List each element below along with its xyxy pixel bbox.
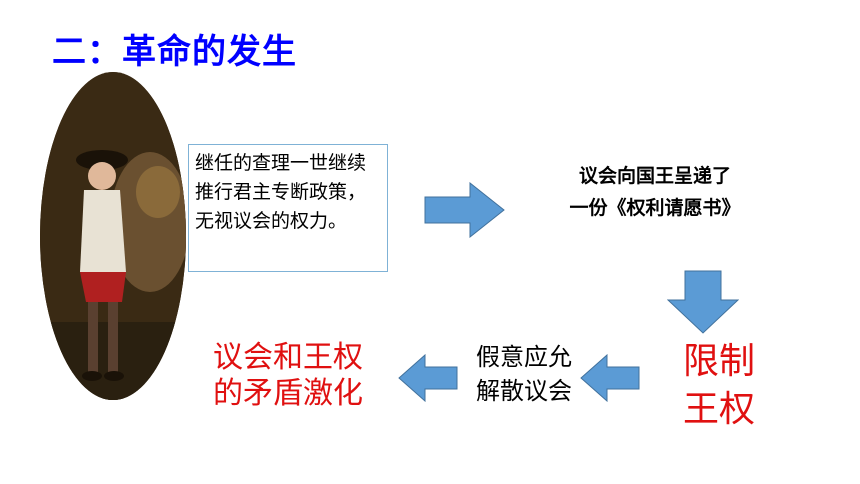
- cause-textbox: 继任的查理一世继续推行君主专断政策，无视议会的权力。: [188, 144, 388, 272]
- petition-line-2: 一份《权利请愿书》: [569, 197, 741, 219]
- petition-text: 议会向国王呈递了 一份《权利请愿书》: [535, 160, 775, 224]
- down-arrow-icon: [667, 270, 739, 334]
- conflict-line-2: 的矛盾激化: [213, 376, 363, 411]
- petition-line-1: 议会向国王呈递了: [578, 165, 731, 187]
- limit-line-2: 王权: [682, 389, 755, 430]
- limit-royal-power-text: 限制 王权: [664, 338, 774, 434]
- charles-i-portrait: [40, 72, 186, 400]
- conflict-line-1: 议会和王权: [213, 340, 363, 375]
- dissolve-parliament-text: 假意应允 解散议会: [459, 340, 589, 408]
- limit-line-1: 限制: [682, 341, 755, 382]
- conflict-intensified-text: 议会和王权 的矛盾激化: [198, 340, 378, 412]
- dissolve-line-2: 解散议会: [476, 377, 572, 405]
- slide-title: 二：革命的发生: [52, 32, 297, 72]
- right-arrow-icon: [424, 182, 506, 238]
- dissolve-line-1: 假意应允: [476, 343, 572, 371]
- left-arrow-icon: [398, 354, 458, 402]
- left-arrow-icon: [580, 354, 640, 402]
